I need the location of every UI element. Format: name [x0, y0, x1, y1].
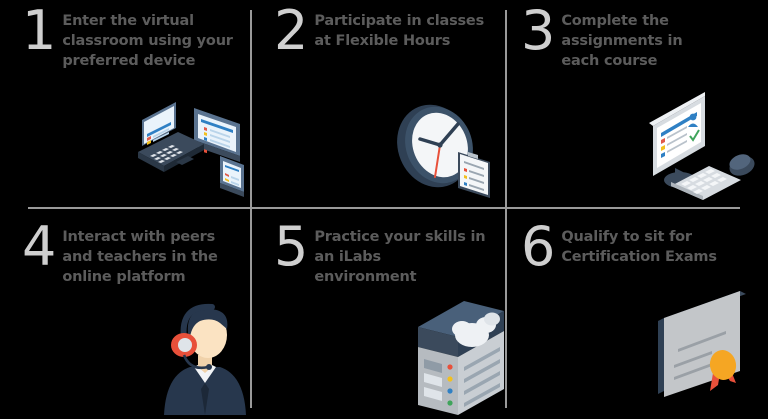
step-text-3: Complete the assignments in each course: [561, 13, 683, 69]
step-text-2: Participate in classes at Flexible Hours: [314, 13, 484, 49]
step-header-4: 4 Interact with peers and teachers in th…: [22, 220, 234, 287]
step-header-1: 1 Enter the virtual classroom using your…: [22, 4, 234, 71]
certificate-award-icon: [652, 287, 757, 412]
step-text-5: Practice your skills in an iLabs environ…: [314, 229, 486, 285]
step-cell-2: 2 Participate in classes at Flexible Hou…: [252, 0, 502, 207]
clock-clipboard-icon: [392, 98, 502, 208]
step-number-4: 4: [22, 215, 56, 278]
grid-divider-horizontal: [28, 207, 740, 209]
step-number-5: 5: [274, 215, 308, 278]
step-text-1: Enter the virtual classroom using your p…: [62, 13, 233, 69]
step-number-6: 6: [521, 215, 555, 278]
step-cell-5: 5 Practice your skills in an iLabs envir…: [252, 209, 504, 416]
server-cloud-icon: [412, 293, 507, 419]
desktop-computer-icon: [647, 90, 762, 205]
step-header-5: 5 Practice your skills in an iLabs envir…: [274, 220, 486, 287]
step-text-4: Interact with peers and teachers in the …: [62, 229, 218, 285]
step-number-2: 2: [274, 0, 308, 62]
step-cell-4: 4 Interact with peers and teachers in th…: [0, 209, 250, 416]
step-header-3: 3 Complete the assignments in each cours…: [521, 4, 721, 71]
grid-divider-vertical-1: [250, 10, 252, 408]
grid-divider-vertical-2: [505, 10, 507, 408]
step-cell-3: 3 Complete the assignments in each cours…: [507, 0, 757, 207]
step-header-6: 6 Qualify to sit for Certification Exams: [521, 220, 746, 274]
step-header-2: 2 Participate in classes at Flexible Hou…: [274, 4, 486, 58]
step-cell-6: 6 Qualify to sit for Certification Exams: [507, 209, 757, 416]
laptop-tablet-phone-icon: [128, 100, 248, 205]
step-text-6: Qualify to sit for Certification Exams: [561, 229, 717, 265]
step-number-3: 3: [521, 0, 555, 62]
step-cell-1: 1 Enter the virtual classroom using your…: [0, 0, 250, 207]
support-agent-headset-icon: [160, 297, 250, 419]
step-number-1: 1: [22, 0, 56, 62]
